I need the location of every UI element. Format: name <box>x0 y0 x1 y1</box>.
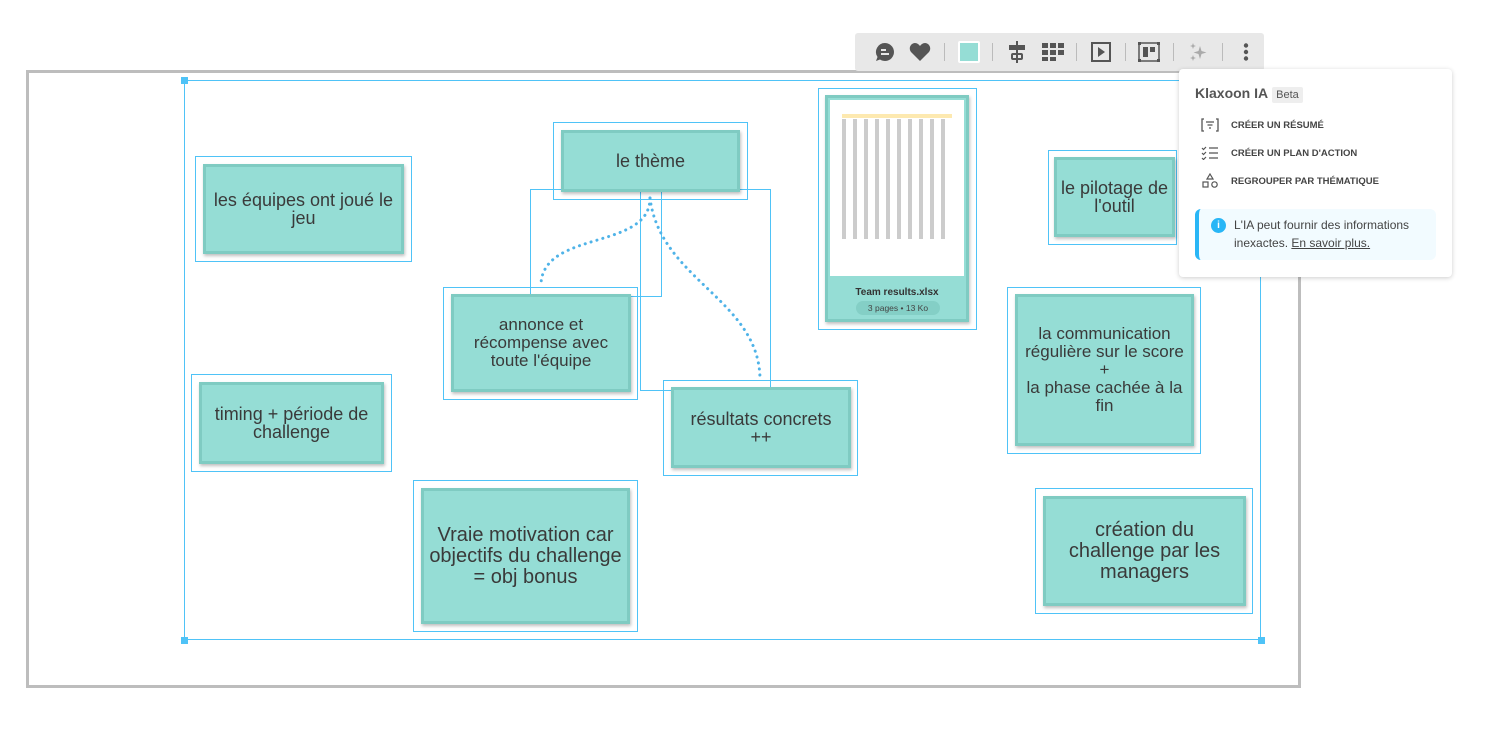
create-summary-button[interactable]: CRÉER UN RÉSUMÉ <box>1195 111 1436 139</box>
resize-handle[interactable] <box>1258 637 1265 644</box>
sticky-note[interactable]: le thème <box>561 130 740 192</box>
connector-line <box>539 196 652 285</box>
sticky-note[interactable]: le pilotage de l'outil <box>1054 157 1175 237</box>
info-icon: i <box>1211 218 1226 233</box>
action-label: CRÉER UN PLAN D'ACTION <box>1231 147 1358 159</box>
note-selection <box>195 156 412 262</box>
sticky-note[interactable]: Vraie motivation car objectifs du challe… <box>421 488 630 624</box>
sticky-note[interactable]: résultats concrets ++ <box>671 387 851 468</box>
file-preview <box>830 100 964 276</box>
grid-icon[interactable] <box>1041 40 1064 64</box>
file-name: Team results.xlsx <box>855 287 939 298</box>
learn-more-link[interactable]: En savoir plus. <box>1291 236 1371 250</box>
heart-icon[interactable] <box>908 40 931 64</box>
selection-toolbar <box>855 33 1264 71</box>
sticky-note[interactable]: les équipes ont joué le jeu <box>203 164 404 254</box>
file-meta: 3 pages • 13 Ko <box>856 301 940 315</box>
summary-icon <box>1201 118 1219 132</box>
sticky-note[interactable]: création du challenge par les managers <box>1043 496 1246 606</box>
selection-box <box>184 80 1261 640</box>
action-label: REGROUPER PAR THÉMATIQUE <box>1231 175 1379 187</box>
ai-panel-title: Klaxoon IA <box>1195 85 1269 101</box>
note-selection <box>1048 150 1177 245</box>
layout-icon[interactable] <box>1138 40 1161 64</box>
resize-handle[interactable] <box>181 637 188 644</box>
note-selection <box>1035 488 1253 614</box>
note-selection <box>191 374 392 472</box>
present-icon[interactable] <box>1089 40 1112 64</box>
board-frame <box>26 70 1301 688</box>
color-swatch[interactable] <box>957 40 980 64</box>
resize-handle[interactable] <box>181 77 188 84</box>
ai-disclaimer: i L'IA peut fournir des informations ine… <box>1195 209 1436 260</box>
align-icon[interactable] <box>1005 40 1028 64</box>
sticky-note[interactable]: annonce et récompense avec toute l'équip… <box>451 294 631 392</box>
file-card[interactable]: Team results.xlsx 3 pages • 13 Ko <box>825 95 969 322</box>
checklist-icon <box>1201 146 1218 160</box>
disclaimer-text: L'IA peut fournir des informations inexa… <box>1234 218 1410 250</box>
connector-line <box>648 196 762 382</box>
group-by-theme-button[interactable]: REGROUPER PAR THÉMATIQUE <box>1195 167 1436 195</box>
more-icon[interactable] <box>1235 40 1258 64</box>
ai-sparkle-icon[interactable] <box>1186 40 1209 64</box>
note-selection <box>443 287 638 400</box>
note-selection <box>663 380 858 476</box>
file-selection <box>818 88 977 330</box>
shapes-icon <box>1202 173 1218 188</box>
create-action-plan-button[interactable]: CRÉER UN PLAN D'ACTION <box>1195 139 1436 167</box>
comment-icon[interactable] <box>873 40 896 64</box>
sticky-note[interactable]: timing + période de challenge <box>199 382 384 464</box>
action-label: CRÉER UN RÉSUMÉ <box>1231 119 1324 131</box>
sticky-note[interactable]: la communication régulière sur le score … <box>1015 294 1194 446</box>
note-selection <box>1007 287 1201 454</box>
beta-badge: Beta <box>1272 87 1303 103</box>
note-selection <box>413 480 638 632</box>
